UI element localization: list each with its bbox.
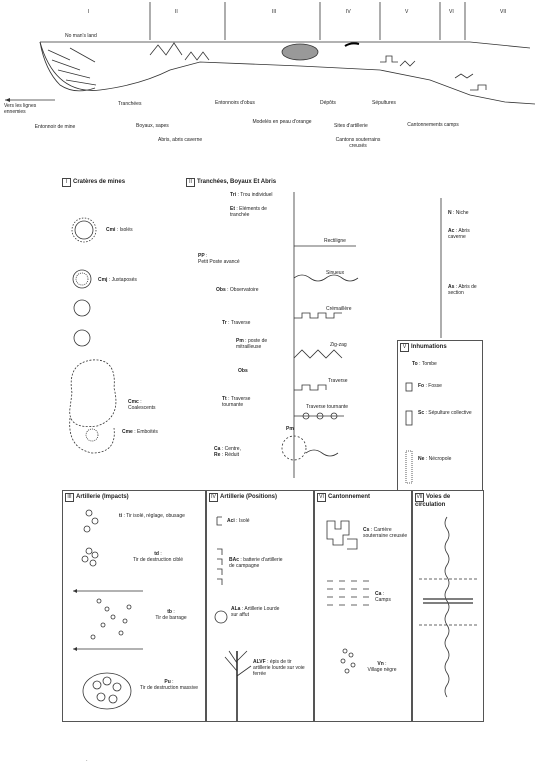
position-item: Aci : Isolé [227,518,250,524]
shape-label: Crémaillère [326,306,352,312]
section-number: III [65,493,74,502]
section-number: I [88,9,90,15]
shape-label: Traverse [328,378,348,384]
shape-label: Sinueux [326,270,345,276]
label-entonnoirs-obus: Entonnoirs d'obus [215,100,255,106]
impact-item: ti : Tir isolé, réglage, obusage [119,513,185,519]
position-symbols [214,516,252,721]
burial-symbols [405,382,413,484]
pm-label: Pm [286,426,294,432]
crater-symbols [69,217,117,454]
burial-item: Ne : Nécropole [418,456,452,462]
label-sites-artillerie: Sites d'artillerie [334,123,368,129]
section-number: VI [317,493,326,502]
trench-item: Obs : Observatoire [216,287,259,293]
burial-item: Fo : Fosse [418,383,442,389]
trench-item: Tr : Traverse [222,320,251,326]
shelter-item: N : Niche [448,210,469,216]
trench-item: PP :Petit Poste avancé [198,253,240,265]
position-item: ALVF : épis de tir artillerie lourde sur… [253,659,305,677]
enemy-lines-label: Vers les lignes ennemies [4,103,37,115]
section-number: IV [346,9,351,15]
no-mans-land-label: No man's land [65,33,97,39]
shape-label: Traverse tournante [306,404,349,410]
section-number: V [400,343,409,352]
camp-item: Vn :Village nègre [367,661,397,673]
impact-symbols [73,509,143,710]
shape-label: Zig-zag [330,342,347,348]
label-entonnoir-mine: Entonnoir de mine [34,124,76,130]
shape-label: Rectiligne [324,238,346,244]
section-number: III [272,9,277,15]
section-dividers [149,2,466,40]
impact-item: td :Tir de destruction ciblé [132,551,184,563]
trench-item: Et : Eléments de tranchée [230,206,267,218]
crater-item: Cmj : Juxtaposés [98,277,137,283]
section-numbers: I II III IV V VI VII [0,4,544,15]
shelter-item: Ac : Abris caverne [448,228,470,240]
label-depots: Dépôts [320,100,336,106]
trench-item: Tt : Traverse tournante [222,396,251,408]
section-title-text: Inhumations [411,344,447,350]
shelter-item: As : Abris de section [448,284,477,296]
burial-item: Sc : Sépulture collective [418,410,472,416]
section-title-text: Tranchées, Boyaux Et Abris [197,179,277,185]
camp-symbols [326,520,369,674]
crater-item: Cmc :Coalescents [128,399,156,411]
section-number: VII [500,9,507,15]
section-title-text: Cantonnement [328,494,370,500]
camp-item: Cs : Carrière souterraine creusée [363,527,408,539]
impact-item: Pu :Tir de destruction massive [139,679,199,691]
section-number: II [175,9,178,15]
label-cantonnements: Cantonnements camps [407,122,459,128]
section-number: II [186,178,195,187]
burial-item: To : Tombe [412,361,437,367]
label-sepultures: Sépultures [372,100,396,106]
label-modeles: Modelés en peau d'orange [252,119,312,125]
crater-item: Cmi : Isolés [106,227,133,233]
trench-item: Ca : Centre,Re : Réduit [214,446,241,458]
label-cantons-souterrains: Cantons souterrains creusés [335,137,381,149]
trench-symbols [281,192,442,478]
label-boyaux: Boyaux, sapes [136,123,169,129]
label-tranchees: Tranchées [118,101,142,107]
section-number: VI [449,9,454,15]
camp-item: Ca :Camps [375,591,391,603]
crater-item: Cme : Emboités [122,429,158,435]
trench-item: Tri : Trou individuel [230,192,273,198]
section-title-text: Artillerie (Positions) [220,494,278,500]
impact-item: tb :Tir de barrage [155,609,187,621]
section-title-text: Cratères de mines [73,179,126,185]
profile-diagram: I II III IV V VI VII No man's land Vers … [0,0,544,165]
profile-svg [5,2,536,105]
section-number: I [62,178,71,187]
obs-label: Obs [238,368,248,374]
position-item: BAc : batterie d'artillerie de campagne [229,557,283,569]
section-title-text: Artillerie (Impacts) [76,494,129,500]
section-number: IV [209,493,218,502]
section-number: V [405,9,409,15]
trench-item: Pm : poste de mitrailleuse [236,338,268,350]
label-abris: Abris, abris caverne [158,137,203,143]
footer-mark: · [86,758,88,764]
position-item: ALa : Artillerie Lourde sur affut [231,606,280,618]
route-symbols [419,516,477,698]
section-title-text: Voies de circulation [415,494,451,508]
